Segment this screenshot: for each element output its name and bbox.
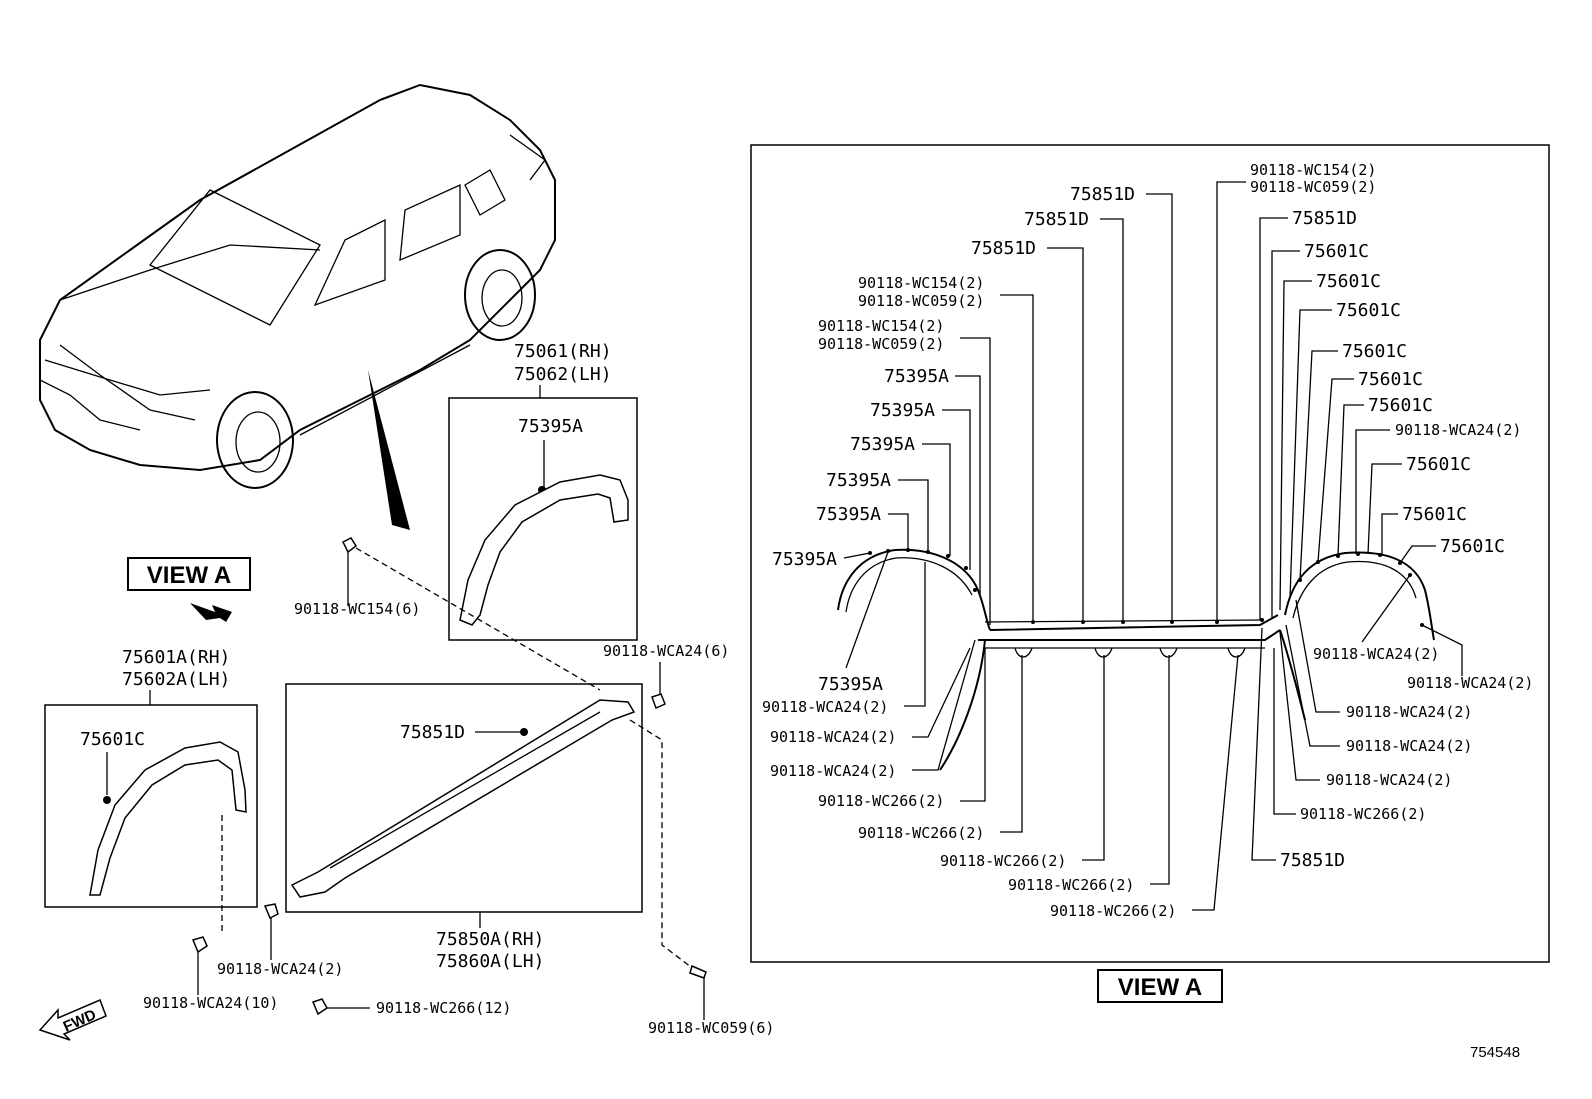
va-c6: 75601C xyxy=(1368,395,1433,416)
rear-fender-lh-part: 75602A(LH) xyxy=(122,669,230,690)
va-a1: 75395A xyxy=(884,366,949,387)
clip-icon xyxy=(191,936,208,954)
va-r-wca24-3: 90118-WCA24(2) xyxy=(1346,703,1472,721)
va-a6: 75395A xyxy=(772,549,837,570)
va-d5: 75851D xyxy=(1280,850,1345,871)
va-r-wc266: 90118-WC266(2) xyxy=(1300,805,1426,823)
va-b-wc266-3: 90118-WC266(2) xyxy=(940,852,1066,870)
clip-icon xyxy=(520,728,528,736)
rear-fender-molding-group: 75601A(RH) 75602A(LH) 75601C xyxy=(44,647,258,935)
va-b-wc266-4: 90118-WC266(2) xyxy=(1008,876,1134,894)
vehicle-illustration xyxy=(39,83,556,530)
view-a-tag-left: VIEW A xyxy=(127,557,251,622)
va-a2: 75395A xyxy=(870,400,935,421)
front-fender-clip-part: 75395A xyxy=(518,416,583,437)
view-a-detail: 90118-WC154(2) 90118-WC059(2) 75851D 758… xyxy=(750,144,1550,963)
va-d2: 75851D xyxy=(1024,209,1089,230)
view-a-text-left: VIEW A xyxy=(147,562,231,589)
va-d1: 75851D xyxy=(1070,184,1135,205)
fwd-arrow-icon xyxy=(38,999,107,1041)
clip-icon xyxy=(651,693,666,710)
front-fender-rh-part: 75061(RH) xyxy=(514,341,612,362)
va-left-wc059: 90118-WC059(2) xyxy=(818,335,944,353)
va-l-wca24-2: 90118-WCA24(2) xyxy=(770,728,896,746)
va-r-wca24-2: 90118-WCA24(2) xyxy=(1407,674,1533,692)
fwd-arrow: FWD xyxy=(38,999,107,1041)
va-b-wc266-1: 90118-WC266(2) xyxy=(818,792,944,810)
rocker-lh-part: 75860A(LH) xyxy=(436,951,544,972)
rear-fender-rh-part: 75601A(RH) xyxy=(122,647,230,668)
reference-number: 754548 xyxy=(1470,1044,1520,1061)
va-l-wca24-3: 90118-WCA24(2) xyxy=(770,762,896,780)
va-top-wc154: 90118-WC154(2) xyxy=(1250,161,1376,179)
va-r-wca24-1: 90118-WCA24(2) xyxy=(1313,645,1439,663)
clip-wca24-2-group: 90118-WCA24(2) xyxy=(217,903,343,978)
va-a3: 75395A xyxy=(850,434,915,455)
va-d4: 75851D xyxy=(1292,208,1357,229)
screw-wc059-6-group: 90118-WC059(6) xyxy=(629,719,774,1037)
rocker-molding-group: 75851D 75850A(RH) 75860A(LH) xyxy=(285,683,643,972)
screw-wc154-part: 90118-WC154(6) xyxy=(294,600,420,618)
va-c3: 75601C xyxy=(1336,300,1401,321)
screw-wc154-group: 90118-WC154(6) xyxy=(294,537,601,691)
view-arrow-icon xyxy=(190,603,232,622)
va-mid-wc154: 90118-WC154(2) xyxy=(858,274,984,292)
va-c8: 75601C xyxy=(1402,504,1467,525)
view-a-text-right: VIEW A xyxy=(1118,974,1202,1001)
clip-icon xyxy=(103,796,111,804)
va-r-wca24-5: 90118-WCA24(2) xyxy=(1326,771,1452,789)
va-c2: 75601C xyxy=(1316,271,1381,292)
rear-fender-molding xyxy=(89,741,247,896)
rocker-molding xyxy=(290,699,636,898)
fwd-text: FWD xyxy=(61,1006,99,1035)
va-d3: 75851D xyxy=(971,238,1036,259)
screw-wc059-6-part: 90118-WC059(6) xyxy=(648,1019,774,1037)
clip-wca24-6-group: 90118-WCA24(6) xyxy=(603,642,729,710)
front-fender-molding-group: 75061(RH) 75062(LH) 75395A xyxy=(448,341,638,641)
clip-wca24-2-part: 90118-WCA24(2) xyxy=(217,960,343,978)
screw-icon xyxy=(689,964,707,979)
va-c4: 75601C xyxy=(1342,341,1407,362)
va-b-wc266-2: 90118-WC266(2) xyxy=(858,824,984,842)
va-c1: 75601C xyxy=(1304,241,1369,262)
rocker-clip-part: 75851D xyxy=(400,722,465,743)
va-c9: 75601C xyxy=(1440,536,1505,557)
va-mid-wc059: 90118-WC059(2) xyxy=(858,292,984,310)
clip-icon xyxy=(311,998,328,1016)
va-a4: 75395A xyxy=(826,470,891,491)
screw-icon xyxy=(341,537,358,554)
rocker-rh-part: 75850A(RH) xyxy=(436,929,544,950)
clip-icon xyxy=(263,903,279,920)
va-b-wc266-5: 90118-WC266(2) xyxy=(1050,902,1176,920)
va-a5: 75395A xyxy=(816,504,881,525)
front-fender-lh-part: 75062(LH) xyxy=(514,364,612,385)
clip-wc266-12-group: 90118-WC266(12) xyxy=(311,998,511,1017)
va-r-wca24-4: 90118-WCA24(2) xyxy=(1346,737,1472,755)
clip-wca24-10-part: 90118-WCA24(10) xyxy=(143,994,278,1012)
va-left-wc154: 90118-WC154(2) xyxy=(818,317,944,335)
clip-wca24-6-part: 90118-WCA24(6) xyxy=(603,642,729,660)
attach-dots xyxy=(868,548,1424,627)
front-fender-molding xyxy=(459,474,629,626)
va-l-wca24-1: 90118-WCA24(2) xyxy=(762,698,888,716)
clip-wca24-10-group: 90118-WCA24(10) xyxy=(143,936,278,1012)
va-r-wca24-top: 90118-WCA24(2) xyxy=(1395,421,1521,439)
va-top-wc059: 90118-WC059(2) xyxy=(1250,178,1376,196)
va-c5: 75601C xyxy=(1358,369,1423,390)
view-a-tag-right: VIEW A xyxy=(1097,969,1223,1003)
clip-wc266-12-part: 90118-WC266(12) xyxy=(376,999,511,1017)
va-a7: 75395A xyxy=(818,674,883,695)
rear-fender-clip-part: 75601C xyxy=(80,729,145,750)
va-c7: 75601C xyxy=(1406,454,1471,475)
